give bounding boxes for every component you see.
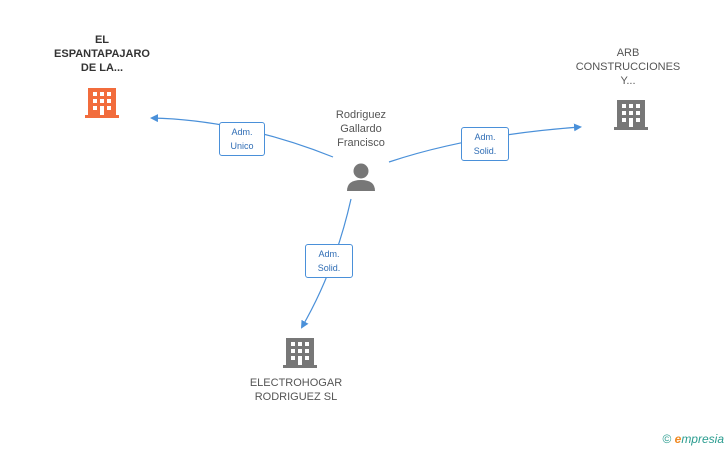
brand-initial: e [674, 432, 682, 446]
empresia-watermark: © empresia [662, 432, 724, 446]
person-name-line: Gallardo [340, 123, 382, 135]
building-icon-espantapajaro[interactable] [85, 88, 119, 118]
company-name-line: CONSTRUCCIONES [575, 61, 681, 73]
person-icon[interactable] [347, 163, 375, 192]
brand-name: mpresia [681, 432, 724, 446]
role-tag-line: Adm. [474, 132, 496, 142]
company-name-line: RODRIGUEZ SL [254, 391, 338, 403]
person-name-label[interactable]: Rodriguez Gallardo Francisco [311, 108, 411, 150]
company-label-espantapajaro[interactable]: EL ESPANTAPAJARO DE LA... [42, 33, 162, 75]
company-name-line: EL [94, 34, 110, 46]
role-tag-line: Adm. [318, 249, 340, 259]
role-tag-electrohogar[interactable]: Adm. Solid. [305, 244, 353, 278]
company-label-electrohogar[interactable]: ELECTROHOGAR RODRIGUEZ SL [236, 376, 356, 404]
company-name-line: ESPANTAPAJARO [54, 48, 150, 60]
role-tag-arb[interactable]: Adm. Solid. [461, 127, 509, 161]
person-name-line: Rodriguez [335, 109, 387, 121]
copyright-symbol: © [662, 432, 672, 446]
company-name-line: DE LA... [80, 62, 124, 74]
role-tag-line: Adm. [231, 127, 253, 137]
building-icon-arb[interactable] [614, 100, 648, 130]
building-icon-electrohogar[interactable] [283, 338, 317, 368]
company-name-line: ELECTROHOGAR [249, 377, 343, 389]
company-name-line: Y... [620, 75, 636, 87]
role-tag-espantapajaro[interactable]: Adm. Unico [219, 122, 265, 156]
role-tag-line: Unico [230, 141, 254, 151]
company-label-arb[interactable]: ARB CONSTRUCCIONES Y... [568, 46, 688, 88]
company-name-line: ARB [616, 47, 640, 59]
role-tag-line: Solid. [317, 263, 341, 273]
role-tag-line: Solid. [473, 146, 497, 156]
person-name-line: Francisco [337, 137, 385, 149]
